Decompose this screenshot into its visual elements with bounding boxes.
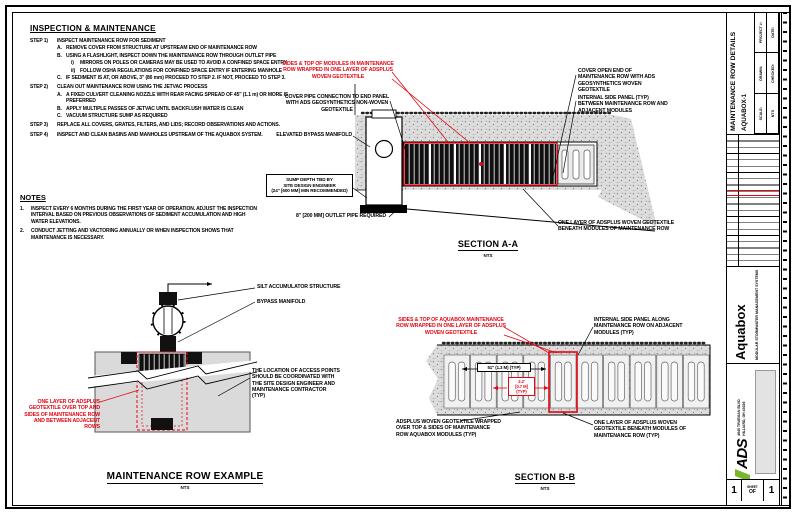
step-3: STEP 3) REPLACE ALL COVERS, GRATES, FILT…	[30, 122, 280, 129]
title-block: MAINTENANCE ROW DETAILS AQUABOX-1 PROJEC…	[726, 12, 780, 506]
step-4: STEP 4) INSPECT AND CLEAN BASINS AND MAN…	[30, 131, 263, 138]
callout-geotextile-beneath-a: ONE LAYER OF ADSPLUS WOVEN GEOTEXTILE BE…	[558, 220, 675, 233]
sheet-title-line2: AQUABOX-1	[741, 93, 748, 131]
company-address: 4640 TRUEMAN BLVD HILLIARD, OH 43026	[737, 399, 746, 436]
section-a-scale: NTS	[483, 253, 493, 258]
ads-logo-text: ADS	[733, 438, 751, 469]
callout-geotextile-wrap-bottom: ADSPLUS WOVEN GEOTEXTILE WRAPPED OVER TO…	[396, 419, 501, 438]
sheet-outer-border	[5, 5, 791, 509]
inspection-title: INSPECTION & MAINTENANCE	[30, 24, 156, 33]
notes-title: NOTES	[20, 193, 46, 202]
step-2: STEP 2) CLEAN OUT MAINTENANCE ROW USING …	[30, 84, 289, 119]
revision-table	[727, 135, 779, 267]
field-scale-label: SCALE:	[758, 106, 763, 121]
callout-open-end: COVER OPEN END OF MAINTENANCE ROW WITH A…	[578, 68, 655, 94]
section-b-title: SECTION B-B NTS	[485, 467, 605, 491]
ads-logo-slash-icon	[734, 468, 750, 479]
sheet-total: 1	[768, 485, 775, 496]
step-1: STEP 1) INSPECT MAINTENANCE ROW FOR SEDI…	[30, 38, 287, 81]
callout-wrap-geotextile-plan: ONE LAYER OF ADSPLUS GEOTEXTILE OVER TOP…	[24, 399, 100, 431]
brand-name: Aquabox	[733, 304, 748, 360]
general-notes: NOTES 1. INSPECT EVERY 6 MONTHS DURING T…	[20, 193, 262, 241]
access-manhole	[152, 305, 184, 337]
callout-wrap-geotextile-b: SIDES & TOP OF AQUABOX MAINTENANCE ROW W…	[396, 317, 506, 336]
title-block-header: MAINTENANCE ROW DETAILS AQUABOX-1 PROJEC…	[727, 13, 779, 135]
callout-side-panel-a: INTERNAL SIDE PANEL (TYP) BETWEEN MAINTE…	[578, 95, 668, 114]
sump-depth-note: SUMP DEPTH TBD BY SITE DESIGN ENGINEER (…	[266, 174, 353, 197]
field-project: PROJECT #:	[758, 22, 763, 44]
note-1: 1. INSPECT EVERY 6 MONTHS DURING THE FIR…	[20, 206, 257, 225]
section-a-drawing	[352, 71, 657, 232]
field-drawn: DRAWN:	[758, 65, 763, 81]
section-b-scale: NTS	[540, 486, 550, 491]
field-checked: CHECKED:	[770, 63, 775, 83]
inspection-maintenance-notes: INSPECTION & MAINTENANCE STEP 1) INSPECT…	[30, 24, 304, 138]
section-a-title: SECTION A-A NTS	[428, 234, 548, 258]
maintenance-row-red-outline	[403, 142, 558, 186]
callout-cover-pipe: COVER PIPE CONNECTION TO END PANEL WITH …	[284, 94, 390, 113]
ads-logo: ADS 4640 TRUEMAN BLVD HILLIARD, OH 43026	[727, 367, 757, 479]
bypass-manifold-pipe	[374, 139, 394, 159]
section-b-drawing	[426, 326, 711, 426]
sheet-label: SHEET	[747, 485, 758, 490]
sheet-title-line1: MAINTENANCE ROW DETAILS	[730, 31, 737, 131]
field-date: DATE:	[770, 27, 775, 39]
title-block-fields: PROJECT #: DATE: DRAWN: CHECKED: SCALE: …	[754, 13, 779, 134]
callout-side-panel-b: INTERNAL SIDE PANEL ALONG MAINTENANCE RO…	[594, 317, 683, 336]
sheet-of-label: OF	[749, 488, 756, 495]
break-band	[88, 360, 257, 387]
stamp-area	[755, 370, 776, 474]
logo-panel: ADS 4640 TRUEMAN BLVD HILLIARD, OH 43026	[727, 364, 779, 480]
binding-margin-ticks	[781, 12, 791, 506]
sheet-inner-border	[12, 12, 790, 506]
callout-outlet-pipe: 8" [200 mm] OUTLET PIPE REQUIRED	[296, 213, 387, 219]
module-width-dimension: 51" (1.3 m) (TYP)	[477, 363, 531, 373]
sheet-number-row: 1 SHEET OF 1	[727, 480, 779, 501]
callout-bypass-manifold-a: ELEVATED BYPASS MANIFOLD	[276, 132, 352, 138]
callout-access-points: THE LOCATION OF ACCESS POINTS SHOULD BE …	[252, 368, 340, 400]
callout-silt-structure: SILT ACCUMULATOR STRUCTURE	[257, 284, 341, 290]
callout-wrap-geotextile-a: SIDES & TOP OF MODULES IN MAINTENANCE RO…	[282, 61, 394, 80]
callout-geotextile-beneath-b: ONE LAYER OF ADSPLUS WOVEN GEOTEXTILE BE…	[594, 420, 687, 439]
maintenance-module-red-outline	[548, 351, 578, 413]
sump-structure	[365, 116, 403, 206]
row-example-drawing	[87, 282, 258, 433]
field-scale-value: NTS	[770, 109, 775, 117]
brand-panel: Aquabox MODULAR STORMWATER MANAGEMENT SY…	[727, 267, 779, 364]
sheet-number: 1	[727, 480, 742, 501]
callout-bypass-manifold-plan: BYPASS MANIFOLD	[257, 299, 306, 305]
row-example-title: MAINTENANCE ROW EXAMPLE NTS	[85, 466, 285, 490]
note-2: 2. CONDUCT JETTING AND VACTORING ANNUALL…	[20, 228, 234, 241]
brand-subtitle: MODULAR STORMWATER MANAGEMENT SYSTEMS	[755, 269, 759, 360]
row-example-scale: NTS	[180, 485, 190, 490]
aisle-width-dimension: 2.2' [0.7 m] (TYP)	[508, 377, 535, 397]
